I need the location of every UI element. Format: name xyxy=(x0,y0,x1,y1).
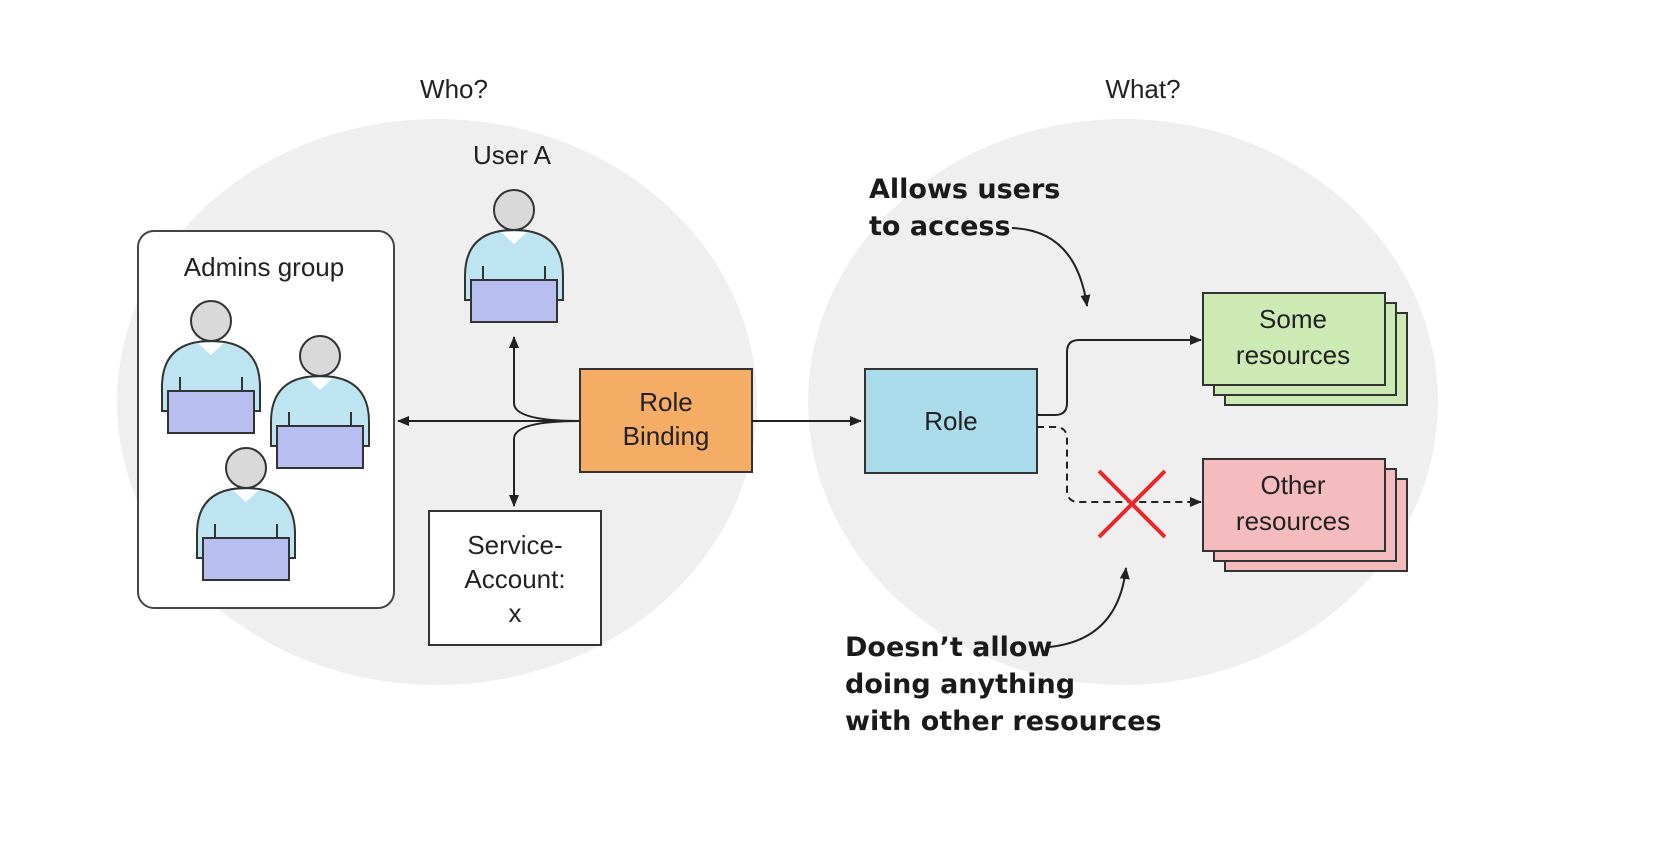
admins-group-label: Admins group xyxy=(184,252,344,282)
some-resources-line1: Some xyxy=(1259,304,1327,334)
role-to-some-resources-arrow xyxy=(1037,335,1202,416)
deny-note-arrow xyxy=(1048,567,1130,648)
some-resources-stack[interactable] xyxy=(1202,292,1408,406)
allow-note-line1: Allows users xyxy=(869,174,1060,205)
service-account-box[interactable] xyxy=(428,510,602,646)
other-resources-line1: Other xyxy=(1260,470,1325,500)
user-a-label: User A xyxy=(473,140,552,170)
role-to-other-resources-arrow xyxy=(1037,426,1202,507)
binding-to-serviceaccount-arrow xyxy=(509,420,581,507)
deny-note-line1: Doesn’t allow xyxy=(845,632,1052,663)
what-heading: What? xyxy=(1105,74,1180,104)
deny-note-line2: doing anything xyxy=(845,669,1075,700)
role-binding-line2: Binding xyxy=(623,421,710,451)
role-box[interactable] xyxy=(864,368,1038,474)
service-account-line1: Service- xyxy=(467,530,562,560)
allow-note-line2: to access xyxy=(869,211,1011,242)
allow-note-arrow xyxy=(1011,227,1091,307)
role-label: Role xyxy=(924,406,977,436)
service-account-line2: Account: xyxy=(464,564,565,594)
who-heading: Who? xyxy=(420,74,488,104)
some-resources-line2: resources xyxy=(1236,340,1350,370)
deny-cross-icon xyxy=(1097,469,1167,539)
other-resources-line2: resources xyxy=(1236,506,1350,536)
deny-note-line3: with other resources xyxy=(845,706,1162,737)
role-binding-box[interactable] xyxy=(579,368,753,473)
role-binding-line1: Role xyxy=(639,387,692,417)
other-resources-stack[interactable] xyxy=(1202,458,1408,572)
service-account-line3: x xyxy=(509,598,522,628)
